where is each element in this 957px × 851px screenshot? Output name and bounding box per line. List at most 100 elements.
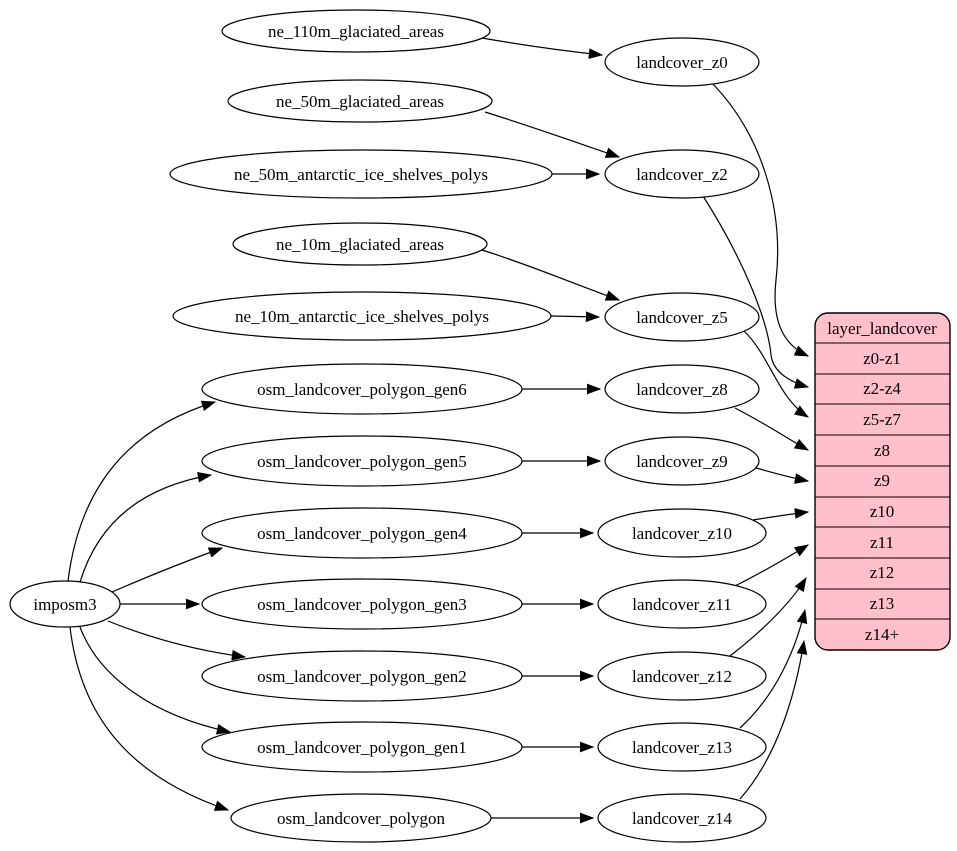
edge-imposm3-osm_landcover_polygon_gen1 [79,626,232,735]
edge-imposm3-osm_landcover_polygon [69,626,230,811]
table-row-z2-z4: z2-z4 [863,379,901,398]
node-ellipse [9,580,121,628]
node-ellipse [597,651,767,701]
node-ellipse [597,722,767,772]
edge-landcover_z13-row-z13 [739,608,808,729]
node-osm_landcover_polygon_gen5: osm_landcover_polygon_gen5 [201,435,523,487]
node-label: landcover_z13 [632,738,732,757]
node-ellipse [604,149,760,199]
node-landcover_z14: landcover_z14 [597,793,767,843]
edge-landcover_z14-row-z14plus [739,639,808,800]
node-landcover_z8: landcover_z8 [604,364,760,414]
node-ne_110m_glaciated_areas: ne_110m_glaciated_areas [221,9,491,53]
node-label: osm_landcover_polygon_gen3 [257,595,467,614]
edge-ne_10m_antarctic_ice_shelves_polys-landcover_z5 [550,311,601,323]
node-ellipse [227,79,493,123]
node-ellipse [201,650,523,702]
edge-ne_50m_glaciated_areas-landcover_z2 [484,111,621,158]
node-landcover_z13: landcover_z13 [597,722,767,772]
node-osm_landcover_polygon_gen4: osm_landcover_polygon_gen4 [201,507,523,559]
node-landcover_z11: landcover_z11 [597,579,767,629]
node-ellipse [169,149,553,199]
node-osm_landcover_polygon_gen3: osm_landcover_polygon_gen3 [201,578,523,630]
edge-landcover_z0-row-z0-z1 [712,83,810,357]
node-ne_50m_glaciated_areas: ne_50m_glaciated_areas [227,79,493,123]
node-ellipse [604,292,760,342]
table-outline [814,312,951,651]
node-ellipse [230,793,492,843]
node-ellipse [597,579,767,629]
edge-landcover_z11-row-z11 [734,544,810,587]
edge-imposm3-osm_landcover_polygon_gen2 [107,620,247,661]
table-row-z0-z1: z0-z1 [863,349,901,368]
edge-landcover_z12-row-z12 [729,576,807,657]
node-landcover_z0: landcover_z0 [604,37,760,87]
node-label: osm_landcover_polygon_gen4 [257,524,467,543]
node-label: osm_landcover_polygon [277,809,446,828]
node-ellipse [232,222,488,266]
node-label: landcover_z14 [632,809,733,828]
node-ellipse [172,291,552,341]
node-ellipse [201,507,523,559]
node-label: landcover_z2 [636,165,728,184]
edge-ne_10m_glaciated_areas-landcover_z5 [481,249,621,301]
node-imposm3: imposm3 [9,580,121,628]
edge-layer [67,37,810,824]
node-label: osm_landcover_polygon_gen2 [257,667,467,686]
edge-landcover_z2-row-z2-z4 [702,195,810,389]
table-row-z12: z12 [870,563,895,582]
table-row-z8: z8 [874,441,890,460]
node-ellipse [201,363,523,415]
table-layer_landcover: layer_landcover z0-z1 z2-z4 z5-z7 z8 z9 … [814,312,951,651]
node-ellipse [604,37,760,87]
edge-landcover_z10-row-z10 [752,508,810,521]
node-ne_10m_antarctic_ice_shelves_polys: ne_10m_antarctic_ice_shelves_polys [172,291,552,341]
table-row-z13: z13 [870,594,895,613]
node-landcover_z9: landcover_z9 [604,436,760,486]
node-landcover_z12: landcover_z12 [597,651,767,701]
node-ellipse [221,9,491,53]
node-label: ne_50m_glaciated_areas [276,92,444,111]
node-ellipse [201,578,523,630]
node-label: landcover_z12 [632,667,732,686]
node-landcover_z10: landcover_z10 [597,508,767,558]
node-ne_50m_antarctic_ice_shelves_polys: ne_50m_antarctic_ice_shelves_polys [169,149,553,199]
node-osm_landcover_polygon_gen6: osm_landcover_polygon_gen6 [201,363,523,415]
node-label: landcover_z11 [632,595,731,614]
table-row-z14plus: z14+ [865,625,899,644]
table-row-z10: z10 [870,502,895,521]
edge-imposm3-osm_landcover_polygon_gen4 [111,547,224,593]
node-label: ne_10m_glaciated_areas [276,235,444,254]
table-row-z5-z7: z5-z7 [863,410,901,429]
node-osm_landcover_polygon: osm_landcover_polygon [230,793,492,843]
edge-landcover_z8-row-z8 [734,407,810,451]
table-row-z11: z11 [870,533,894,552]
node-ellipse [597,508,767,558]
node-ellipse [604,436,760,486]
node-label: ne_110m_glaciated_areas [268,22,444,41]
node-landcover_z2: landcover_z2 [604,149,760,199]
node-label: landcover_z5 [636,308,728,327]
node-label: landcover_z8 [636,380,728,399]
node-label: osm_landcover_polygon_gen1 [257,738,467,757]
edge-imposm3-osm_landcover_polygon_gen5 [79,471,213,583]
node-label: osm_landcover_polygon_gen5 [257,452,467,471]
node-ne_10m_glaciated_areas: ne_10m_glaciated_areas [232,222,488,266]
node-label: landcover_z0 [636,53,728,72]
edge-landcover_z9-row-z9 [755,467,810,484]
node-label: imposm3 [33,595,96,614]
node-landcover_z5: landcover_z5 [604,292,760,342]
table-title: layer_landcover [827,319,937,338]
edge-ne_110m_glaciated_areas-landcover_z0 [481,37,604,59]
node-label: ne_50m_antarctic_ice_shelves_polys [234,165,488,184]
node-label: osm_landcover_polygon_gen6 [257,380,467,399]
node-osm_landcover_polygon_gen2: osm_landcover_polygon_gen2 [201,650,523,702]
node-label: landcover_z10 [632,524,732,543]
table-row-z9: z9 [874,471,890,490]
node-ellipse [201,721,523,773]
node-ellipse [201,435,523,487]
edge-imposm3-osm_landcover_polygon_gen6 [67,400,217,582]
node-osm_landcover_polygon_gen1: osm_landcover_polygon_gen1 [201,721,523,773]
